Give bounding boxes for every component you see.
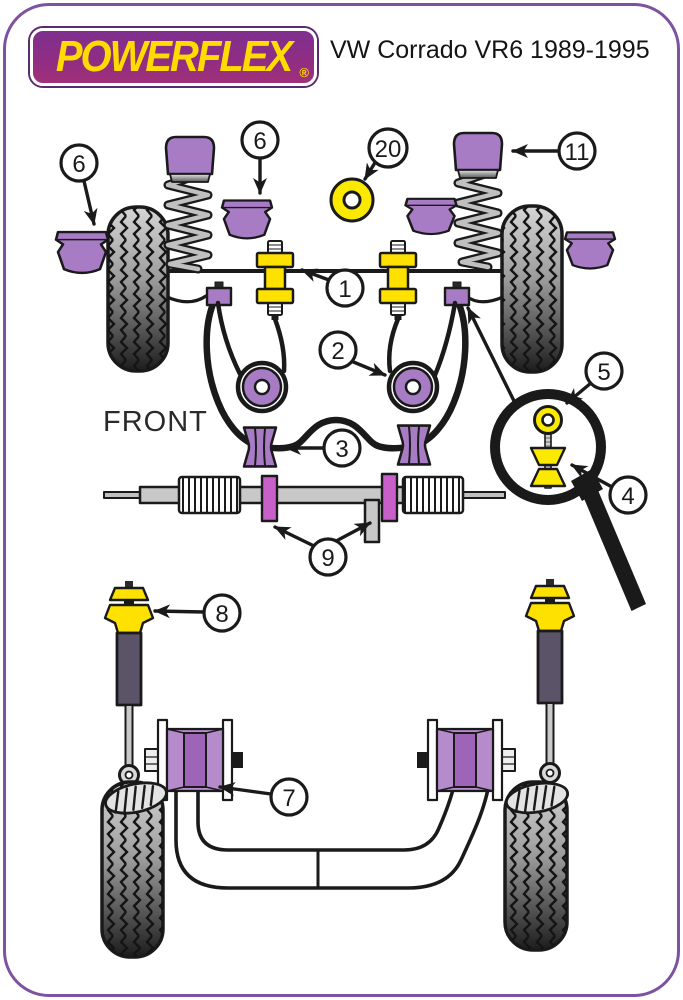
callout-6-left: 6	[59, 143, 99, 226]
bump-stop-outer-left	[54, 230, 110, 275]
magnifier-pointer-line	[466, 306, 519, 409]
callout-7: 7	[218, 777, 309, 817]
callout-6-mid: 6	[240, 120, 280, 195]
svg-text:6: 6	[253, 128, 266, 155]
anti-roll-bar-bush-left	[242, 426, 278, 468]
callout-1: 1	[300, 268, 365, 308]
callout-5: 5	[565, 351, 624, 405]
front-right-strut-top-mount	[452, 131, 504, 180]
svg-text:7: 7	[282, 785, 295, 812]
magnifier-handle	[581, 485, 646, 611]
powerflex-logo: POWERFLEX ®	[30, 28, 317, 86]
svg-text:2: 2	[331, 338, 344, 365]
callout-2: 2	[318, 330, 387, 377]
svg-text:20: 20	[375, 136, 402, 163]
bump-stop-outer-right	[563, 231, 617, 270]
svg-text:9: 9	[321, 545, 334, 572]
rear-right-shock	[524, 577, 576, 784]
right-steering-arm-line	[464, 294, 505, 304]
steering-rack-mount-left	[260, 474, 279, 523]
callout-11: 11	[511, 131, 597, 171]
page-title: VW Corrado VR6 1989-1995	[330, 36, 650, 64]
steering-rack-mount-right	[380, 472, 399, 523]
front-left-coil-spring	[163, 170, 213, 274]
steering-rack	[103, 472, 506, 544]
svg-text:1: 1	[338, 276, 351, 303]
rear-left-tire	[100, 780, 165, 959]
registered-trademark-icon: ®	[299, 65, 309, 80]
front-right-coil-spring	[453, 168, 503, 272]
rear-axle-beam	[174, 774, 492, 890]
callout-3: 3	[284, 428, 362, 468]
front-left-tire	[106, 205, 170, 373]
svg-text:5: 5	[597, 359, 610, 386]
svg-text:3: 3	[335, 436, 348, 463]
callout-8: 8	[153, 593, 242, 633]
svg-text:6: 6	[72, 151, 85, 178]
drop-link-detail	[529, 405, 567, 489]
bump-stop-inner-right	[404, 197, 458, 236]
svg-text:11: 11	[565, 139, 590, 166]
yellow-washer-bush	[329, 177, 375, 223]
callout-20: 20	[363, 127, 409, 181]
svg-text:4: 4	[621, 483, 634, 510]
callout-9: 9	[273, 521, 372, 577]
powerflex-logo-text: POWERFLEX	[55, 33, 293, 81]
front-right-wishbone	[389, 300, 458, 411]
front-left-strut-top-mount	[164, 135, 216, 184]
right-drop-link-bush	[443, 280, 471, 307]
bump-stop-inner-left	[220, 199, 274, 240]
rear-beam-mount-right	[415, 718, 517, 802]
subframe-mount-left-yellow	[255, 239, 295, 322]
front-right-tire	[500, 204, 564, 374]
subframe-mount-right-yellow	[378, 239, 418, 322]
front-label: FRONT	[103, 406, 208, 438]
front-left-wishbone	[215, 300, 286, 411]
front-anti-roll-bar	[203, 300, 469, 452]
rear-right-tire	[503, 780, 569, 952]
left-steering-arm-line	[165, 294, 208, 304]
anti-roll-bar-bush-right	[396, 424, 432, 466]
callout-4: 4	[570, 463, 648, 515]
svg-text:8: 8	[215, 601, 228, 628]
